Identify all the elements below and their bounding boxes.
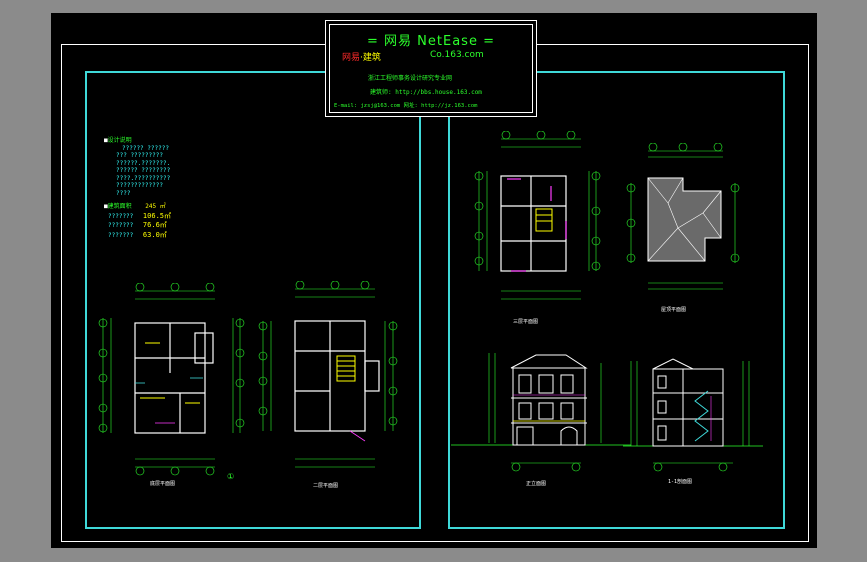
elevation-caption: 正立面图 [526,480,546,487]
section-1-1: 1-1剖面图 [623,358,763,485]
design-notes: ■设计说明 ?????? ?????? ??? ????????? ??????… [104,137,234,239]
title-line-3: 浙江工程师事务设计研究专业网 [368,75,453,82]
notes-line-1: ?????? ?????? [122,144,169,152]
area-total: 245 ㎡ [145,203,166,210]
second-plan-caption: 二层平面图 [313,483,338,489]
area-row-label: ??????? [108,231,134,239]
ground-floor-plan: 底层平面图 ① [98,283,245,487]
notes-line-6: ????????????? [116,182,163,189]
ground-plan-caption: 底层平面图 [150,480,175,487]
third-plan-caption: 三层平面图 [513,319,538,325]
title-brand: 网易·建筑 [342,50,381,63]
area-row-value: 106.5㎡ [142,211,171,220]
area-row-value: 63.0㎡ [142,230,167,239]
area-header-text: 建筑面积 [107,203,132,210]
notes-line-4: ?????? ???????? [116,167,171,174]
area-row-1: ??????? 106.5㎡ [104,211,234,221]
third-floor-plan: 三层平面图 [474,131,601,325]
title-line-4: 建筑师: http://bbs.house.163.com [370,89,482,96]
cad-drawing-canvas[interactable]: = 网易 NetEase = 网易·建筑 Co.163.com 浙江工程师事务设… [51,13,817,548]
front-elevation: 正立面图 [451,353,631,487]
brand-red-text: 网易 [342,53,361,63]
notes-line-2: ??? ????????? [116,152,163,159]
brand-rest-text: ·建筑 [360,53,381,63]
notes-line-3: ??????.???????. [116,159,171,167]
left-panel-frame [85,71,421,529]
area-row-label: ??????? [108,222,134,229]
area-row-2: ??????? 76.6㎡ [104,221,234,230]
title-block-inner [329,24,533,113]
title-block: = 网易 NetEase = 网易·建筑 Co.163.com 浙江工程师事务设… [325,20,537,117]
notes-header-text: 设计说明 [107,137,132,144]
title-line-1: = 网易 NetEase = [367,34,495,49]
area-row-label: ??????? [108,212,134,220]
second-floor-plan: 二层平面图 [258,281,398,489]
roof-plan-caption: 屋顶平面图 [661,307,686,313]
section-caption: 1-1剖面图 [668,478,692,485]
area-header: ■建筑面积 245 ㎡ [104,203,166,210]
title-line-5: E-mail: jzsj@163.com 网址: http://jz.163.c… [334,103,478,109]
title-domain: Co.163.com [430,50,484,60]
area-row-3: ??????? 63.0㎡ [104,230,234,240]
notes-line-7: ???? [116,189,131,197]
notes-header: ■设计说明 [104,137,132,144]
right-panel-frame [448,71,785,529]
roof-plan: 屋顶平面图 [626,143,740,313]
notes-line-5: ????.?????????? [116,174,171,182]
ground-plan-marker: ① [227,472,234,481]
area-row-value: 76.6㎡ [142,221,167,229]
